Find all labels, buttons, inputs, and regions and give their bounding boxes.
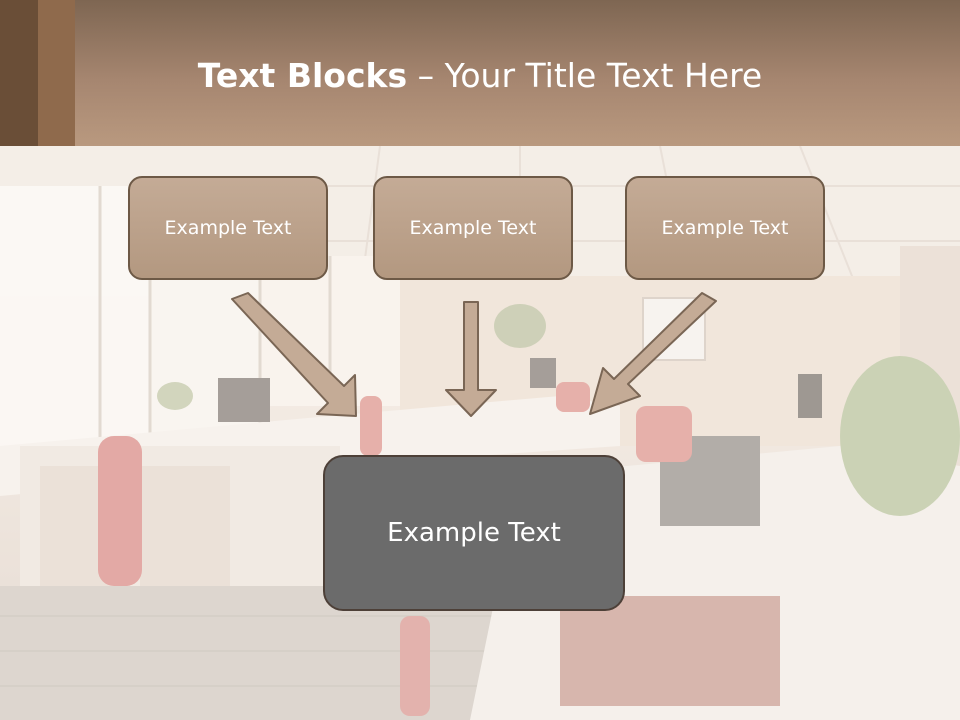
main-text-block: Example Text [323, 455, 625, 611]
text-block-1-label: Example Text [164, 217, 292, 239]
title-accent-bar [38, 0, 75, 146]
arrow-left [231, 292, 357, 417]
title-bar: Text Blocks – Your Title Text Here [0, 0, 960, 146]
slide-title: Text Blocks – Your Title Text Here [0, 54, 960, 98]
text-block-2: Example Text [373, 176, 573, 280]
text-block-1: Example Text [128, 176, 328, 280]
main-text-block-label: Example Text [387, 518, 561, 548]
text-block-2-label: Example Text [409, 217, 537, 239]
slide-title-bold: Text Blocks [197, 56, 408, 95]
title-accent-bar [0, 0, 38, 146]
text-block-3-label: Example Text [661, 217, 789, 239]
arrow-right [589, 292, 717, 415]
text-block-3: Example Text [625, 176, 825, 280]
arrow-center [445, 301, 497, 417]
slide-title-rest: – Your Title Text Here [407, 56, 763, 95]
